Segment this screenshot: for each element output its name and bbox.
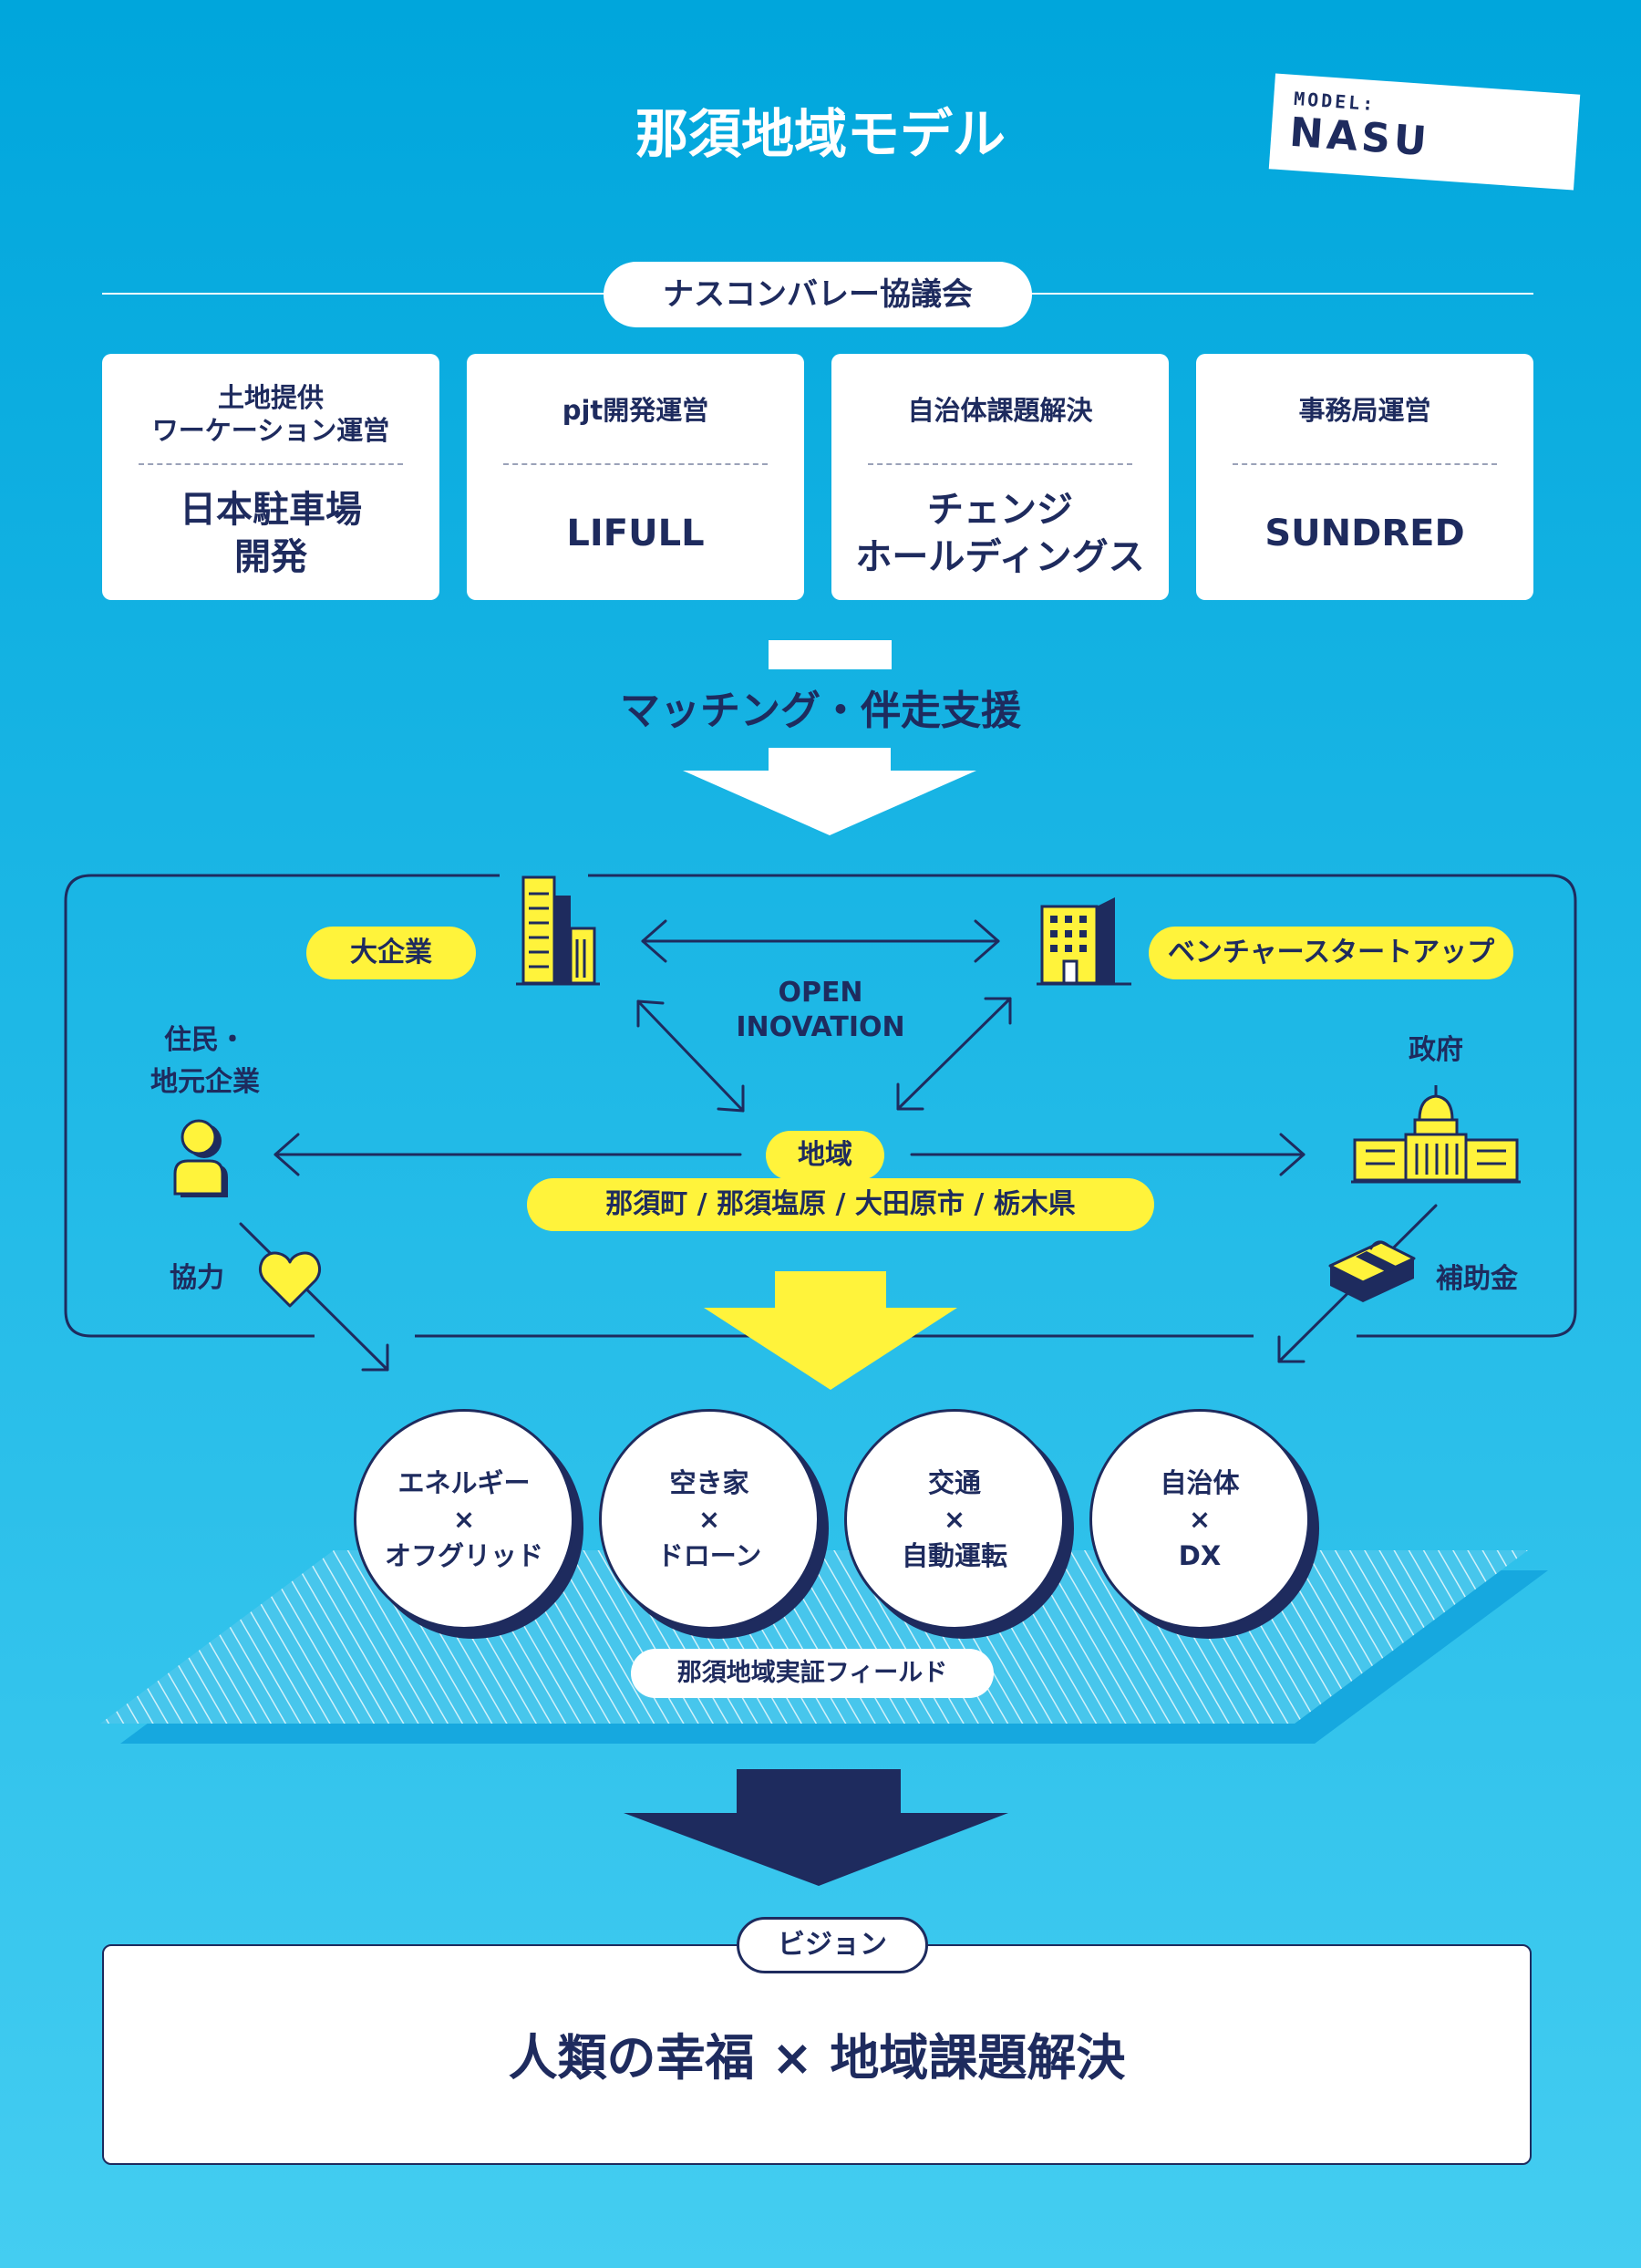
person-icon [173, 1119, 228, 1197]
field-label: 那須地域実証フィールド [676, 1659, 948, 1687]
theme-transport-circle: 交通 × 自動運転 [844, 1409, 1065, 1630]
divider [1233, 463, 1497, 465]
member-role: 土地提供 ワーケーション運営 [151, 382, 390, 446]
startup-pill [1149, 927, 1513, 979]
office-building-icon [1037, 897, 1131, 986]
member-org: 日本駐車場 開発 [180, 489, 362, 578]
vision-statement: 人類の幸福 × 地域課題解決 [508, 2029, 1126, 2087]
theme-dx-circle: 自治体 × DX [1089, 1409, 1310, 1630]
connector-arrows [239, 919, 1438, 1372]
divider [139, 463, 403, 465]
member-card-parking: 土地提供 ワーケーション運営 日本駐車場 開発 [102, 354, 439, 600]
member-org: チェンジ ホールディングス [855, 489, 1145, 578]
yellow-down-arrow [704, 1271, 957, 1390]
region-names-pill [527, 1178, 1154, 1231]
subsidy-label: 補助金 [1436, 1263, 1518, 1295]
member-card-change: 自治体課題解決 チェンジ ホールディングス [831, 354, 1169, 600]
money-bundle-icon [1328, 1240, 1416, 1302]
member-card-sundred: 事務局運営 SUNDRED [1196, 354, 1533, 600]
field-platform [100, 1550, 1548, 1744]
open-innovation-label: OPEN INOVATION [736, 977, 905, 1043]
parliament-icon [1351, 1085, 1521, 1184]
region-label: 地域 [798, 1139, 852, 1171]
support-arrow-stem-top [769, 640, 892, 669]
vision-pill [737, 1917, 928, 1973]
theme-energy-circle: エネルギー × オフグリッド [354, 1409, 574, 1630]
page-title: 那須地域モデル [635, 103, 1006, 165]
divider [503, 463, 768, 465]
cooperation-label: 協力 [170, 1262, 224, 1294]
theme-vacant-house-circle: 空き家 × ドローン [599, 1409, 820, 1630]
member-org: LIFULL [566, 513, 705, 554]
startup-label: ベンチャースタートアップ [1167, 937, 1495, 968]
council-label: ナスコンバレー協議会 [663, 276, 973, 313]
council-pill [604, 262, 1032, 327]
government-label: 政府 [1409, 1034, 1463, 1066]
region-pill [766, 1131, 884, 1180]
large-company-pill [306, 927, 476, 979]
member-org: SUNDRED [1264, 513, 1465, 554]
large-company-label: 大企業 [350, 937, 432, 968]
support-label: マッチング・伴走支援 [620, 688, 1021, 734]
region-names: 那須町 / 那須塩原 / 大田原市 / 栃木県 [605, 1188, 1076, 1220]
navy-down-arrow [624, 1769, 1008, 1886]
residents-label: 住民・ 地元企業 [150, 1024, 260, 1098]
support-arrow [683, 748, 976, 835]
member-role: 自治体課題解決 [907, 395, 1093, 426]
skyscraper-icon [516, 875, 600, 986]
heart-icon [258, 1251, 322, 1308]
vision-box [102, 1944, 1532, 2165]
member-role: 事務局運営 [1298, 395, 1431, 426]
member-role: pjt開発運営 [562, 395, 709, 426]
field-pill [631, 1649, 994, 1698]
vision-label: ビジョン [778, 1929, 887, 1961]
divider [868, 463, 1132, 465]
member-card-lifull: pjt開発運営 LIFULL [467, 354, 804, 600]
